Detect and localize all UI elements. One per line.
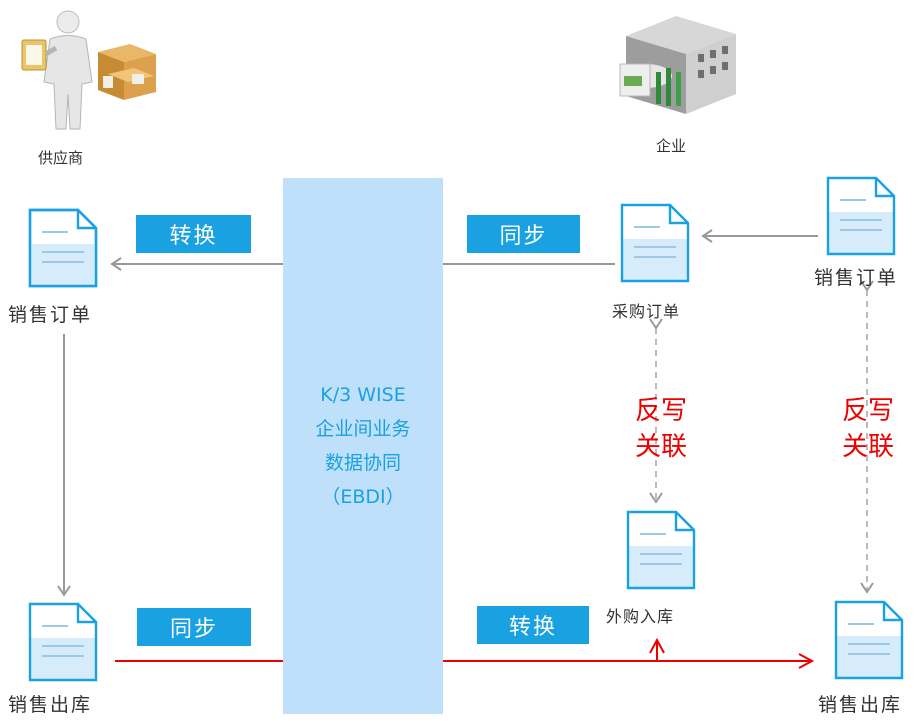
ebdi-center-band: K/3 WISE 企业间业务 数据协同 （EBDI）	[283, 178, 443, 714]
writeback-left-line1: 反写	[634, 396, 687, 426]
tag-sync-top: 同步	[467, 215, 580, 253]
band-line-1: K/3 WISE	[320, 384, 406, 406]
writeback-right: 反写 关联	[833, 393, 903, 465]
doc-icon-external-purchase-inbound	[626, 510, 696, 590]
tag-convert-top: 转换	[136, 215, 251, 253]
enterprise-sales-outbound-label: 销售出库	[818, 694, 903, 716]
band-line-3: 数据协同	[324, 452, 401, 474]
writeback-left: 反写 关联	[626, 393, 696, 465]
enterprise-building-icon	[619, 16, 736, 114]
doc-icon-supplier-sales-outbound	[28, 602, 98, 682]
tag-convert-bottom: 转换	[477, 606, 589, 644]
writeback-left-line2: 关联	[634, 432, 687, 462]
supplier-label: 供应商	[38, 149, 84, 167]
band-line-4: （EBDI）	[321, 486, 405, 508]
supplier-person-boxes-icon	[21, 10, 156, 130]
doc-icon-purchase-order	[620, 203, 690, 283]
doc-icon-enterprise-sales-order	[826, 176, 896, 256]
writeback-right-line1: 反写	[841, 396, 894, 426]
enterprise-sales-order-label: 销售订单	[814, 267, 899, 289]
supplier-sales-order-label: 销售订单	[8, 304, 93, 326]
enterprise-label: 企业	[656, 137, 687, 155]
external-purchase-inbound-label: 外购入库	[606, 607, 675, 626]
doc-icon-supplier-sales-order	[28, 208, 98, 288]
band-line-2: 企业间业务	[315, 418, 411, 440]
supplier-sales-outbound-label: 销售出库	[8, 694, 93, 716]
tag-sync-bottom: 同步	[137, 608, 251, 646]
doc-icon-enterprise-sales-outbound	[834, 600, 904, 680]
purchase-order-label: 采购订单	[612, 302, 681, 321]
writeback-right-line2: 关联	[841, 432, 894, 462]
